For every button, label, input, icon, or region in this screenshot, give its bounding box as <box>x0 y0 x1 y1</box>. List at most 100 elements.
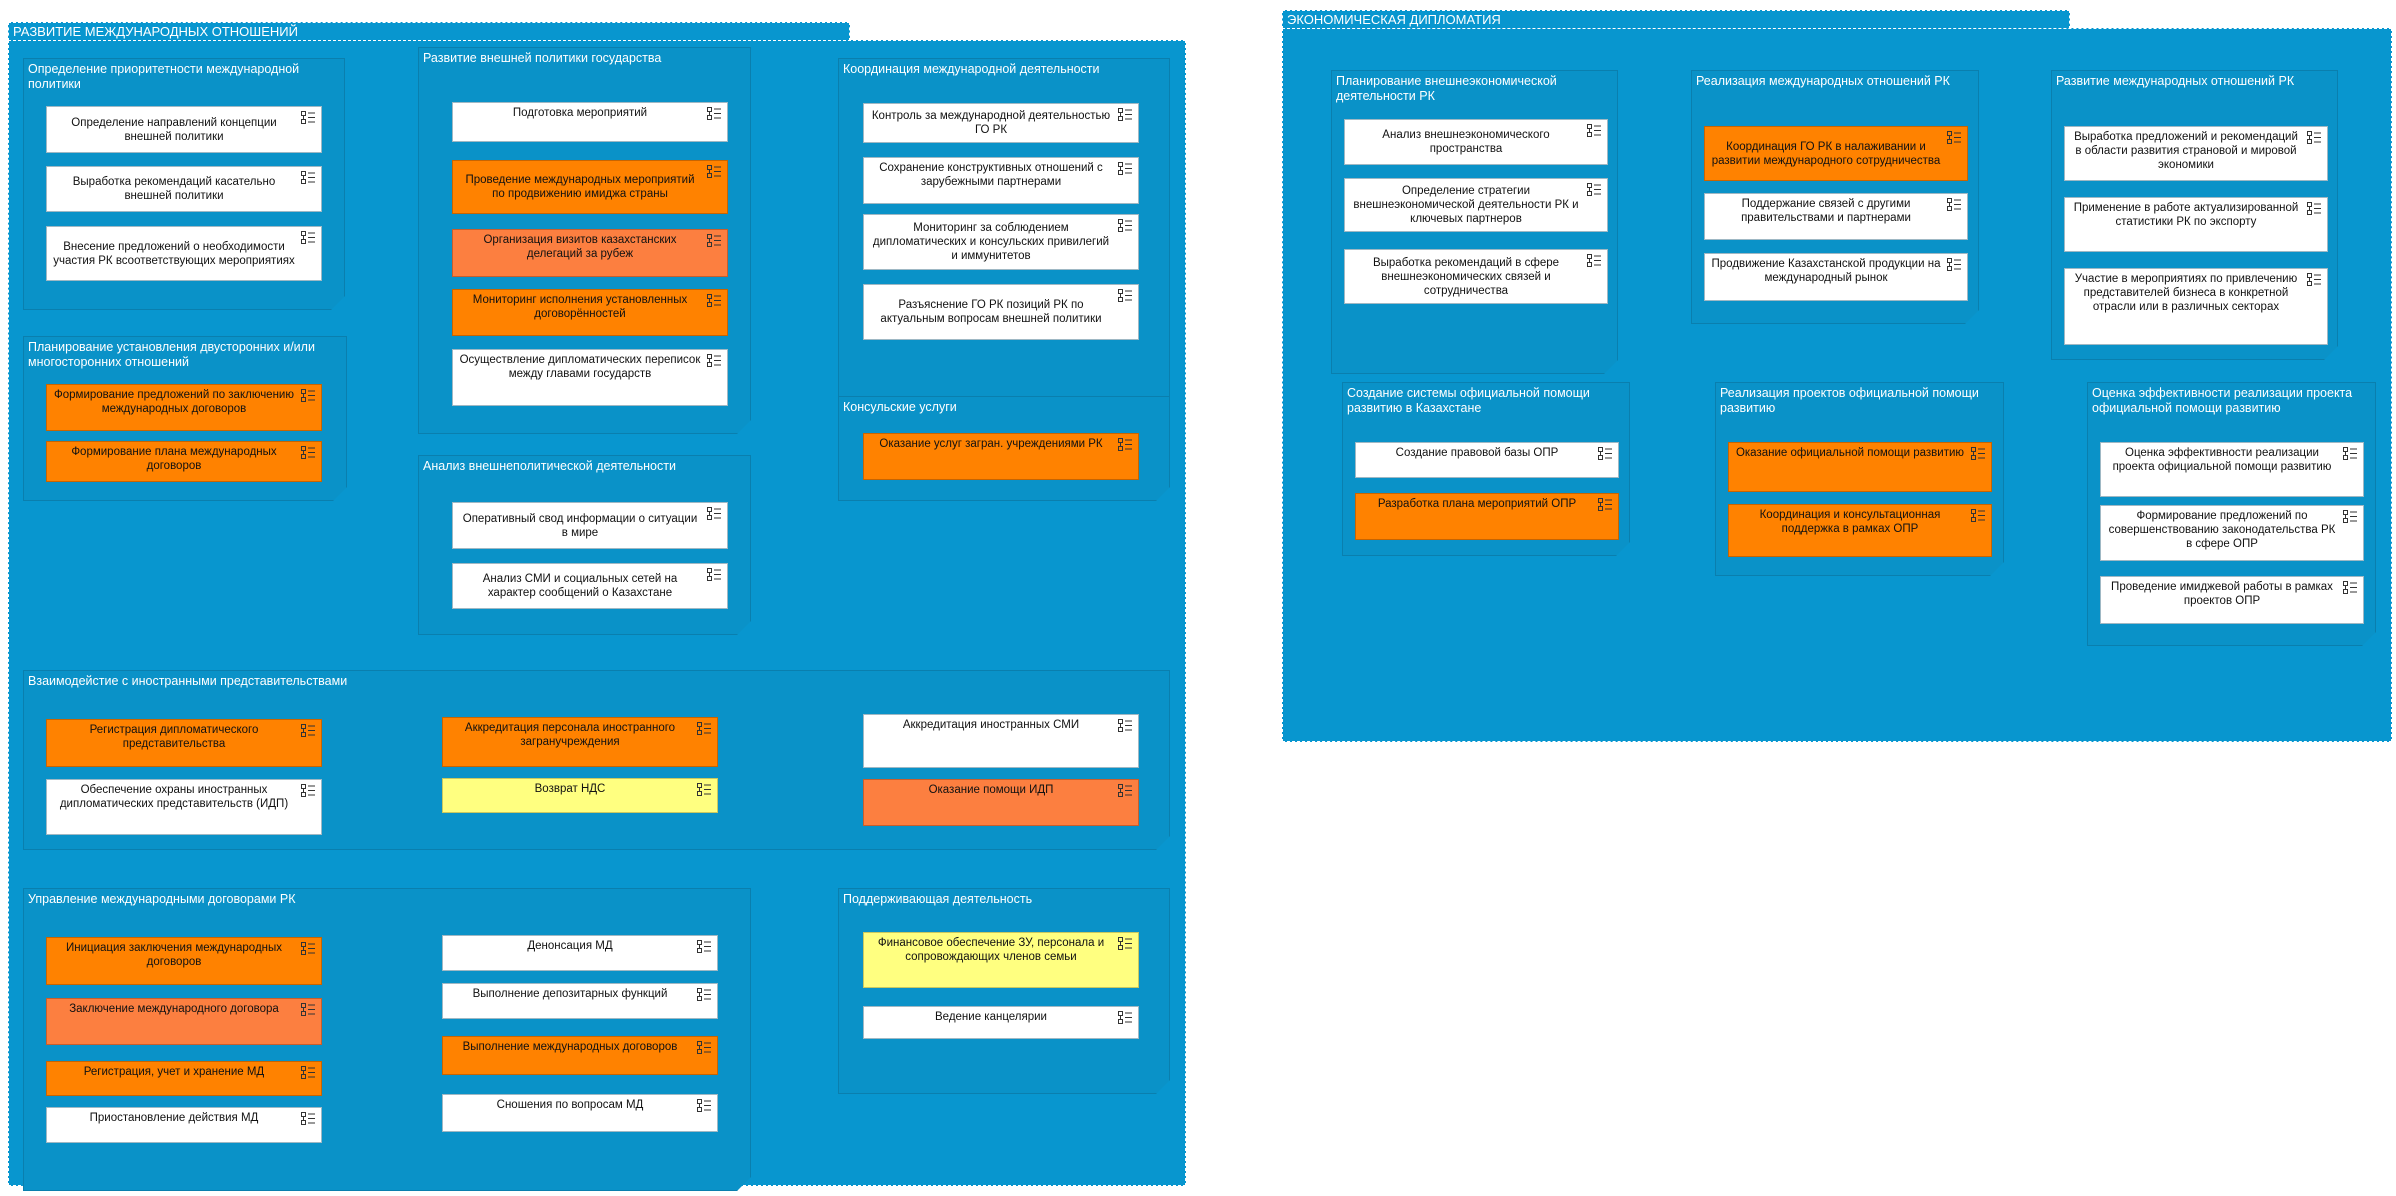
function-label: Заключение международного договора <box>69 1003 279 1015</box>
function-icon <box>2307 202 2321 216</box>
function-label: Выполнение международных договоров <box>462 1041 678 1053</box>
function-label: Контроль за международной деятельностью … <box>871 110 1111 136</box>
function-icon <box>1118 937 1132 951</box>
function-box[interactable]: Приостановление действия МД <box>46 1107 322 1143</box>
function-label: Выработка рекомендаций в сфере внешнеэко… <box>1372 256 1560 297</box>
function-icon <box>1118 219 1132 233</box>
function-box[interactable]: Оказание помощи ИДП <box>863 779 1139 826</box>
function-box[interactable]: Координация ГО РК в налаживании и развит… <box>1704 126 1968 181</box>
package-tab: ЭКОНОМИЧЕСКАЯ ДИПЛОМАТИЯ <box>1282 10 2070 29</box>
function-box[interactable]: Ведение канцелярии <box>863 1006 1139 1039</box>
function-box[interactable]: Продвижение Казахстанской продукции на м… <box>1704 253 1968 301</box>
group[interactable]: Развитие международных отношений РК Выра… <box>2051 70 2338 360</box>
function-box[interactable]: Создание правовой базы ОПР <box>1355 442 1619 478</box>
function-box[interactable]: Подготовка мероприятий <box>452 102 728 142</box>
function-box[interactable]: Выработка рекомендаций касательно внешне… <box>46 166 322 212</box>
function-box[interactable]: Регистрация дипломатического представите… <box>46 719 322 767</box>
function-box[interactable]: Инициация заключения международных догов… <box>46 937 322 985</box>
function-icon <box>301 111 315 125</box>
function-box[interactable]: Мониторинг за соблюдением дипломатически… <box>863 214 1139 270</box>
function-box[interactable]: Аккредитация персонала иностранного загр… <box>442 717 718 767</box>
function-icon <box>1598 498 1612 512</box>
function-box[interactable]: Выполнение международных договоров <box>442 1036 718 1075</box>
function-icon <box>697 722 711 736</box>
group[interactable]: Создание системы официальной помощи разв… <box>1342 382 1630 556</box>
function-box[interactable]: Анализ СМИ и социальных сетей на характе… <box>452 563 728 609</box>
group[interactable]: Оценка эффективности реализации проекта … <box>2087 382 2376 646</box>
function-label: Разработка плана мероприятий ОПР <box>1377 498 1577 510</box>
group[interactable]: Реализация международных отношений РК Ко… <box>1691 70 1979 324</box>
group[interactable]: Анализ внешнеполитической деятельности О… <box>418 455 751 635</box>
function-icon <box>2343 581 2357 595</box>
function-box[interactable]: Анализ внешнеэкономического пространства <box>1344 119 1608 165</box>
function-icon <box>2343 510 2357 524</box>
function-box[interactable]: Проведение международных мероприятий по … <box>452 160 728 214</box>
function-label: Оказание официальной помощи развитию <box>1735 447 1965 459</box>
group-title: Взаимодейстие с иностранными представите… <box>28 674 348 688</box>
group[interactable]: Взаимодейстие с иностранными представите… <box>23 670 1170 850</box>
function-box[interactable]: Выработка предложений и рекомендаций в о… <box>2064 126 2328 181</box>
function-box[interactable]: Сношения по вопросам МД <box>442 1094 718 1132</box>
function-box[interactable]: Оперативный свод информации о ситуации в… <box>452 502 728 549</box>
function-box[interactable]: Сохранение конструктивных отношений с за… <box>863 157 1139 204</box>
package-tab: РАЗВИТИЕ МЕЖДУНАРОДНЫХ ОТНОШЕНИЙ <box>8 22 850 41</box>
function-box[interactable]: Возврат НДС <box>442 778 718 813</box>
group[interactable]: Развитие внешней политики государства По… <box>418 47 751 434</box>
function-box[interactable]: Денонсация МД <box>442 935 718 971</box>
function-box[interactable]: Оценка эффективности реализации проекта … <box>2100 442 2364 497</box>
function-label: Анализ СМИ и социальных сетей на характе… <box>482 573 678 599</box>
group[interactable]: Управление международными договорами РК … <box>23 888 751 1191</box>
function-label: Определение направлений концепции внешне… <box>71 116 277 143</box>
function-box[interactable]: Применение в работе актуализированной ст… <box>2064 197 2328 252</box>
group[interactable]: Реализация проектов официальной помощи р… <box>1715 382 2004 576</box>
function-box[interactable]: Обеспечение охраны иностранных дипломати… <box>46 779 322 835</box>
function-label: Регистрация, учет и хранение МД <box>83 1066 265 1078</box>
function-box[interactable]: Аккредитация иностранных СМИ <box>863 714 1139 768</box>
group-title: Консульские услуги <box>843 400 957 414</box>
group[interactable]: Поддерживающая деятельность Финансовое о… <box>838 888 1170 1094</box>
group[interactable]: Планирование внешнеэкономической деятель… <box>1331 70 1618 374</box>
group[interactable]: Планирование установления двусторонних и… <box>23 336 347 501</box>
function-label: Подготовка мероприятий <box>512 107 648 119</box>
function-icon <box>1971 509 1985 523</box>
function-box[interactable]: Мониторинг исполнения установленных дого… <box>452 289 728 336</box>
package-intl-relations[interactable]: Определение приоритетности международной… <box>8 40 1186 1186</box>
function-label: Выработка рекомендаций касательно внешне… <box>72 176 276 202</box>
function-box[interactable]: Оказание официальной помощи развитию <box>1728 442 1992 492</box>
function-label: Анализ внешнеэкономического пространства <box>1382 129 1550 155</box>
function-box[interactable]: Регистрация, учет и хранение МД <box>46 1061 322 1096</box>
function-box[interactable]: Участие в мероприятиях по привлечению пр… <box>2064 268 2328 345</box>
function-icon <box>1118 438 1132 452</box>
function-label: Финансовое обеспечение ЗУ, персонала и с… <box>877 937 1105 963</box>
function-box[interactable]: Оказание услуг загран. учреждениями РК <box>863 433 1139 480</box>
function-box[interactable]: Определение стратегии внешнеэкономическо… <box>1344 178 1608 232</box>
function-icon <box>707 507 721 521</box>
function-box[interactable]: Поддержание связей с другими правительст… <box>1704 193 1968 240</box>
function-box[interactable]: Финансовое обеспечение ЗУ, персонала и с… <box>863 932 1139 988</box>
function-box[interactable]: Формирование предложений по заключению м… <box>46 384 322 431</box>
function-box[interactable]: Формирование предложений по совершенство… <box>2100 505 2364 561</box>
function-box[interactable]: Контроль за международной деятельностью … <box>863 103 1139 143</box>
function-icon <box>697 1041 711 1055</box>
function-box[interactable]: Разъяснение ГО РК позиций РК по актуальн… <box>863 284 1139 340</box>
group[interactable]: Консульские услуги Оказание услуг загран… <box>838 396 1170 501</box>
function-box[interactable]: Выработка рекомендаций в сфере внешнеэко… <box>1344 249 1608 304</box>
package-economic-diplomacy[interactable]: Планирование внешнеэкономической деятель… <box>1282 28 2392 742</box>
function-box[interactable]: Координация и консультационная поддержка… <box>1728 504 1992 557</box>
function-box[interactable]: Заключение международного договора <box>46 998 322 1045</box>
function-box[interactable]: Разработка плана мероприятий ОПР <box>1355 493 1619 540</box>
function-icon <box>707 354 721 368</box>
function-box[interactable]: Осуществление дипломатических переписок … <box>452 349 728 406</box>
function-label: Формирование предложений по совершенство… <box>2108 510 2336 550</box>
function-box[interactable]: Проведение имиджевой работы в рамках про… <box>2100 576 2364 624</box>
function-label: Проведение международных мероприятий по … <box>465 174 695 200</box>
group[interactable]: Определение приоритетности международной… <box>23 58 345 310</box>
function-box[interactable]: Определение направлений концепции внешне… <box>46 106 322 153</box>
function-box[interactable]: Организация визитов казахстанских делега… <box>452 229 728 277</box>
function-box[interactable]: Формирование плана международных договор… <box>46 441 322 482</box>
group[interactable]: Координация международной деятельности К… <box>838 58 1170 441</box>
function-box[interactable]: Выполнение депозитарных функций <box>442 983 718 1019</box>
group-title: Развитие международных отношений РК <box>2056 74 2295 88</box>
function-icon <box>697 783 711 797</box>
function-box[interactable]: Внесение предложений о необходимости уча… <box>46 226 322 281</box>
